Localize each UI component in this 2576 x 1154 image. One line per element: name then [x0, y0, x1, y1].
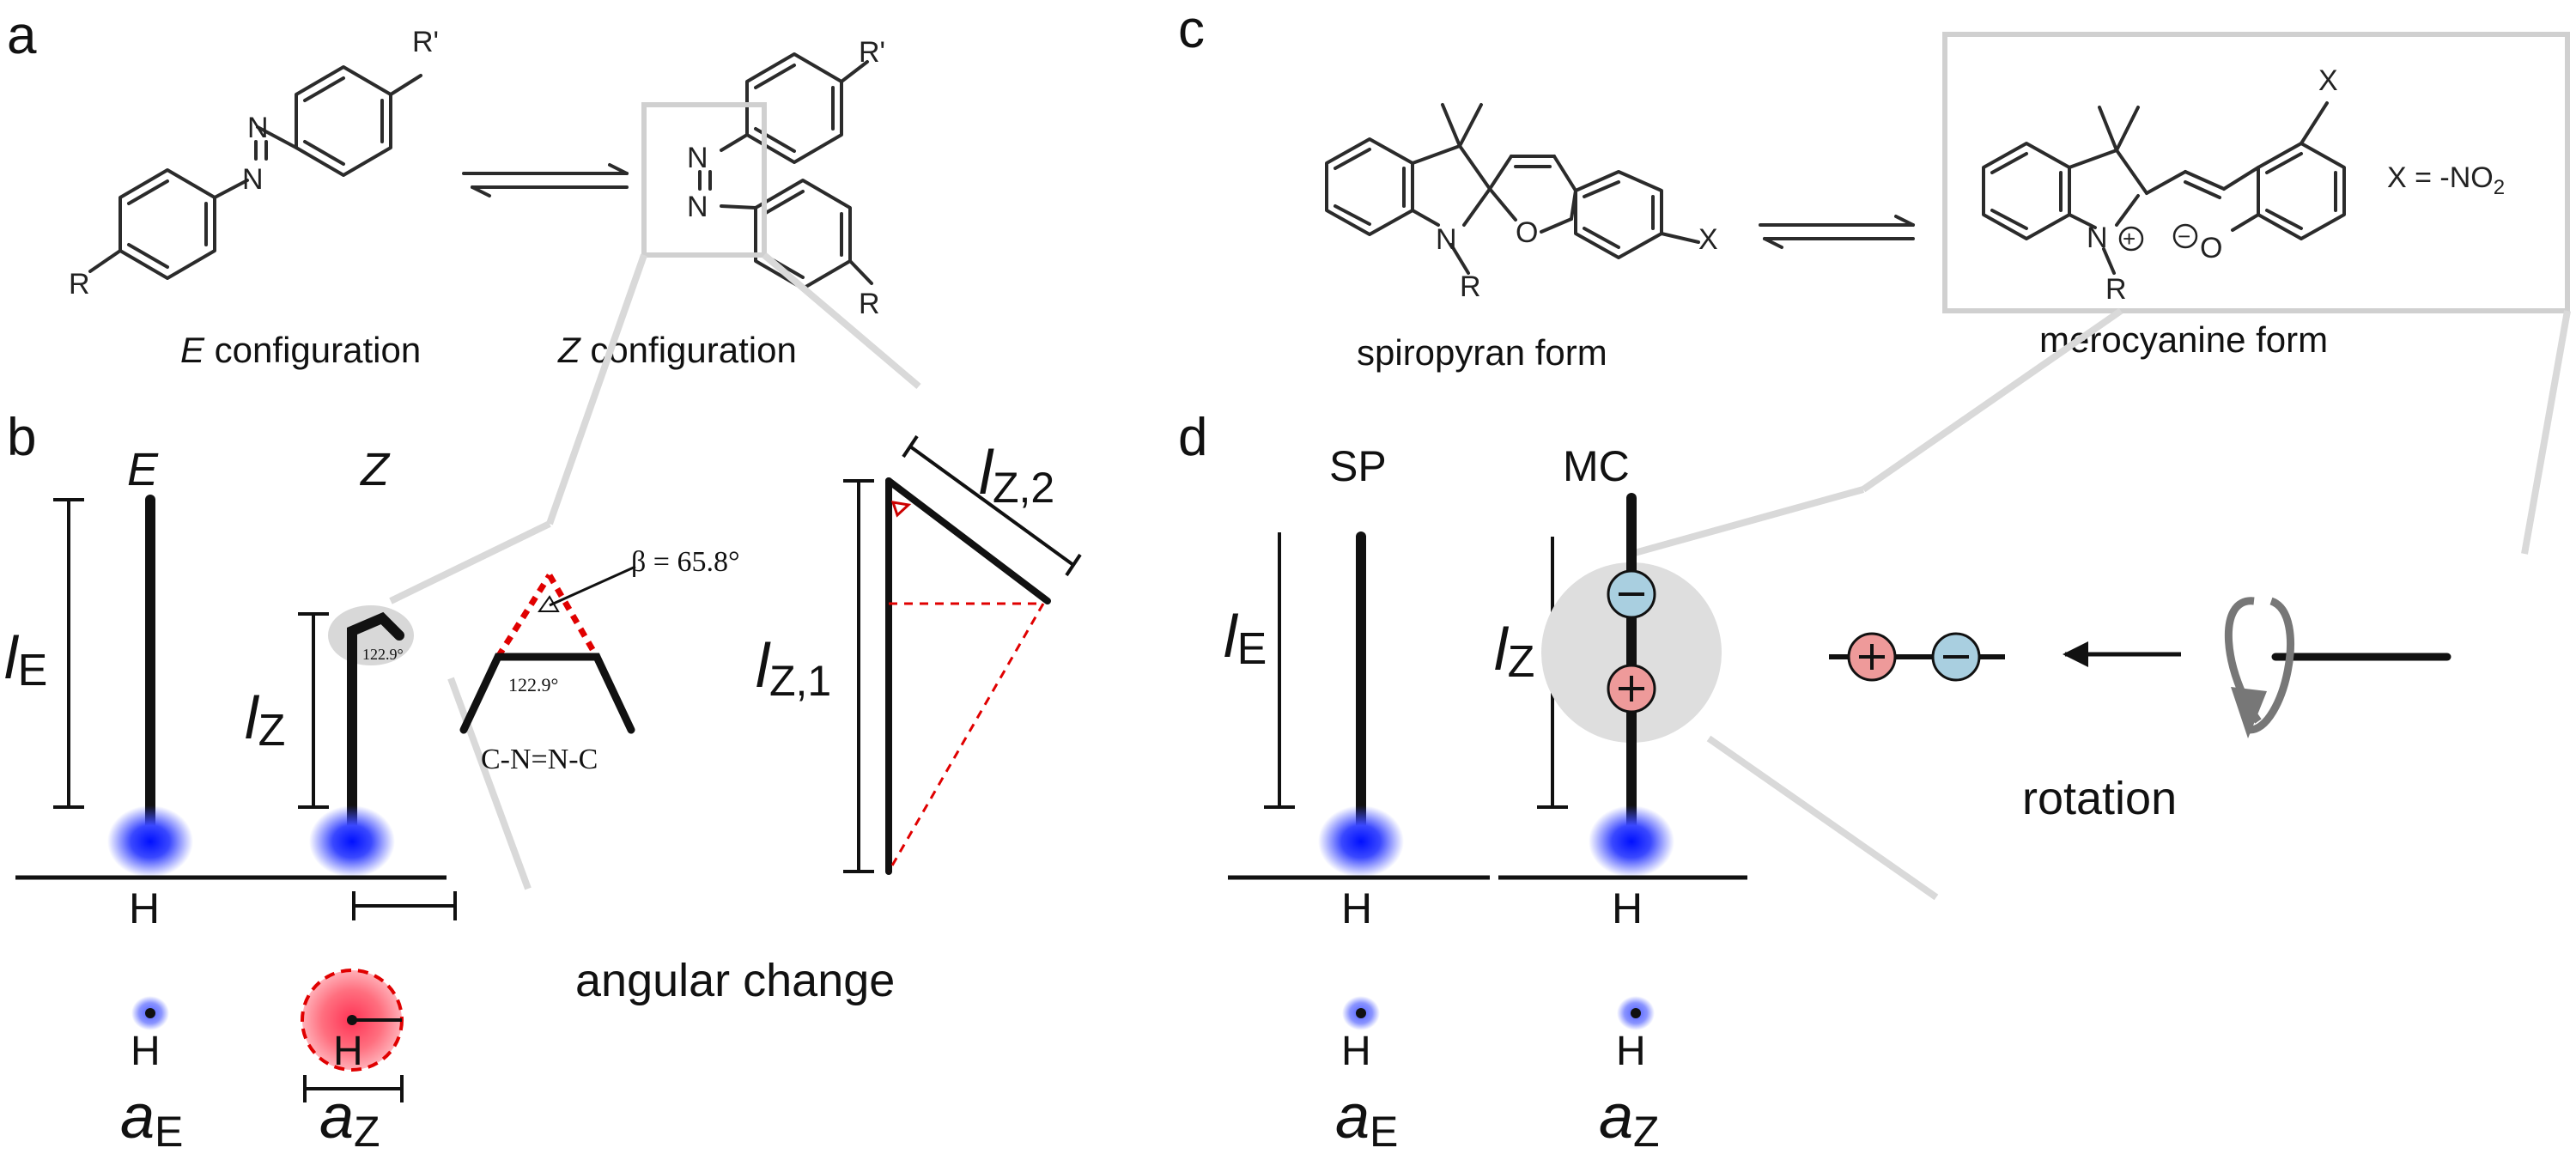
d-H1: H: [1341, 884, 1372, 932]
e-headgroup-dot: [107, 805, 193, 878]
equilibrium-arrow-c: [1759, 215, 1915, 249]
zoom-guide-2: [389, 520, 551, 604]
mc-highlight-box: [1942, 32, 2570, 313]
merocyanine-structure: N + R − O X: [1982, 64, 2346, 306]
spiropyran-structure: N R O X: [1325, 103, 1718, 303]
l-Z-label: lZ: [245, 684, 285, 756]
equilibrium-arrow-a: [462, 163, 629, 197]
b-aE-center: [145, 1008, 155, 1018]
panel-label-b: b: [7, 408, 36, 467]
d-H2: H: [1612, 884, 1643, 932]
d-guide-3: [2521, 310, 2571, 555]
beta-angle: β = 65.8°: [631, 546, 740, 578]
lz2-label: lZ,2: [979, 439, 1054, 512]
label-Z-italic: Z: [359, 444, 391, 495]
e-r-bottom: R: [69, 268, 90, 301]
panel-label-c: c: [1178, 0, 1205, 59]
l-E-bracket: [53, 498, 84, 809]
d-guide-2: [1630, 486, 1865, 557]
mc-minus-circle: [2172, 223, 2198, 249]
zoom-guide-1: [546, 253, 647, 525]
sp-o: O: [1516, 216, 1538, 249]
mc-plus-circle: [2118, 226, 2144, 252]
d-aE-label: aE: [1335, 1083, 1398, 1154]
e-n1: N: [247, 112, 269, 144]
mc-o: O: [2200, 232, 2222, 264]
sp-headgroup-dot: [1318, 805, 1404, 878]
b-H1: H: [129, 884, 160, 932]
label-E-italic: E: [127, 444, 159, 495]
angle-small: 122.9°: [362, 646, 404, 663]
label-SP: SP: [1329, 442, 1387, 490]
d-aZ-center: [1631, 1008, 1641, 1018]
e-n2: N: [242, 163, 264, 196]
d-l-E-bracket: [1264, 532, 1295, 809]
zoom-guide-4: [447, 677, 532, 890]
mc-r: R: [2105, 273, 2127, 306]
lz2-rod: [885, 477, 1051, 604]
e-configuration-caption: E configuration: [180, 330, 421, 370]
x-definition: X = -NO2: [2387, 161, 2505, 199]
dipole-pair: [1829, 632, 2005, 682]
lz1-bracket: [843, 479, 874, 873]
z-highlight-box: [641, 102, 767, 258]
lz-diagonal-dash: [887, 603, 1045, 872]
z-n2: N: [687, 191, 708, 223]
e-azobenzene: N N R' R: [69, 26, 439, 301]
lz1-label: lZ,1: [756, 632, 831, 705]
d-H4: H: [1616, 1029, 1646, 1074]
d-guide-1: [1861, 307, 2123, 493]
label-MC: MC: [1563, 442, 1630, 490]
sp-x: X: [1698, 223, 1718, 256]
mc-headgroup-dot: [1589, 805, 1674, 878]
z-molecule-rod: [347, 611, 404, 842]
z-configuration-caption: Z configuration: [557, 330, 797, 370]
e-r-top: R': [412, 26, 439, 58]
z-projection-bar: [352, 891, 457, 920]
zoom-guide-3: [762, 252, 921, 390]
b-H2: H: [131, 1029, 161, 1074]
d-l-E-label: lE: [1224, 603, 1267, 674]
sp-n: N: [1436, 223, 1457, 256]
l-E-label: lE: [4, 624, 47, 695]
angular-change-label: angular change: [575, 955, 895, 1006]
d-H3: H: [1341, 1029, 1371, 1074]
z-n1: N: [687, 142, 708, 174]
d-l-Z-label: lZ: [1494, 616, 1534, 687]
z-r-bottom: R: [859, 288, 880, 320]
b-aZ-bar: [303, 1075, 404, 1102]
mc-x: X: [2318, 64, 2338, 97]
rotation-icon: [2224, 597, 2294, 738]
z-r-top: R': [859, 36, 885, 69]
b-H3: H: [333, 1029, 363, 1074]
sp-r: R: [1460, 270, 1481, 303]
rotation-label: rotation: [2022, 773, 2177, 824]
d-aE-center: [1356, 1008, 1366, 1018]
mc-minus: −: [2178, 223, 2190, 249]
panel-label-d: d: [1178, 408, 1207, 467]
mc-plus: +: [2123, 226, 2136, 252]
panel-label-a: a: [7, 6, 37, 65]
lz-angle-marker: [890, 501, 912, 518]
b-aZ-label: aZ: [319, 1083, 380, 1154]
cnnc-zoom: [459, 565, 636, 734]
merocyanine-caption: merocyanine form: [2039, 319, 2328, 360]
mc-n: N: [2087, 222, 2108, 254]
l-Z-bracket: [298, 612, 329, 809]
lz2-bracket: [902, 434, 1082, 577]
z-headgroup-dot: [309, 805, 395, 878]
d-guide-4: [1706, 735, 1939, 901]
cnnc-label: C-N=N-C: [481, 744, 598, 775]
d-aZ-label: aZ: [1599, 1083, 1660, 1154]
angle-zoom: 122.9°: [508, 674, 558, 695]
b-aE-label: aE: [120, 1083, 183, 1154]
spiropyran-caption: spiropyran form: [1357, 332, 1607, 373]
